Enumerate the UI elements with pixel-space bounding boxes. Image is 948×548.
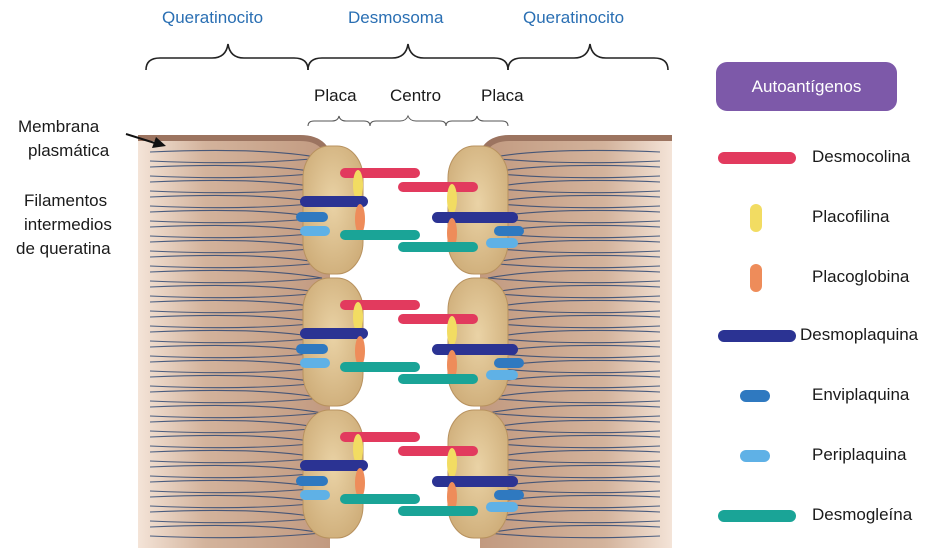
desmosome-units [296,146,524,538]
desmoglein [340,494,420,504]
brace-right-cell [508,44,668,70]
plakoglobin [355,468,365,498]
subbrace-plaque-right [446,116,508,126]
legend-label: Desmoplaquina [800,325,918,345]
plaque-left [303,278,363,406]
desmosome-unit [296,410,524,538]
desmoplakin [300,328,368,339]
desmoglein [340,362,420,372]
desmoglein [398,242,478,252]
label-filaments-3: de queratina [16,238,111,260]
plaque-right [448,410,508,538]
desmoplakin [432,344,518,355]
header-desmosome: Desmosoma [348,8,443,28]
periplakin [486,238,518,248]
legend-title: Autoantígenos [716,62,897,111]
subheader-plaque-left: Placa [314,86,357,106]
legend-swatch [750,264,762,292]
periplakin [486,502,518,512]
plaque-left [303,410,363,538]
subbrace-core [370,116,446,126]
envoplakin [494,490,524,500]
header-right-cell: Queratinocito [523,8,624,28]
legend-swatch [718,510,796,522]
plaque-left [303,146,363,274]
legend-label: Placofilina [812,207,890,227]
label-membrane-1: Membrana [18,116,99,138]
desmoplakin [300,460,368,471]
desmocolin [398,314,478,324]
envoplakin [296,344,328,354]
periplakin [300,490,330,500]
plakoglobin [355,204,365,234]
legend-label: Desmocolina [812,147,910,167]
legend-glyphs [718,152,796,522]
desmocolin [398,182,478,192]
desmocolin [398,446,478,456]
plakophilin [353,170,363,200]
desmoglein [340,230,420,240]
envoplakin [296,476,328,486]
plakophilin [353,302,363,332]
plakophilin [447,316,457,346]
legend-swatch [718,330,796,342]
desmocolin [340,168,420,178]
subheader-core: Centro [390,86,441,106]
plakophilin [353,434,363,464]
desmoglein [398,506,478,516]
legend-label: Periplaquina [812,445,907,465]
legend-swatch [740,450,770,462]
legend-swatch [740,390,770,402]
desmocolin [340,432,420,442]
legend-label: Enviplaquina [812,385,909,405]
desmoplakin [432,212,518,223]
label-membrane-2: plasmática [28,140,109,162]
plaque-right [448,278,508,406]
desmoglein [398,374,478,384]
plakophilin [447,184,457,214]
envoplakin [494,358,524,368]
desmoplakin [432,476,518,487]
brace-left-cell [146,44,308,70]
plaque-right [448,146,508,274]
legend-swatch [750,204,762,232]
header-left-cell: Queratinocito [162,8,263,28]
envoplakin [494,226,524,236]
subbrace-plaque-left [308,116,370,126]
periplakin [300,358,330,368]
brace-desmosome [308,44,508,70]
legend-label: Placoglobina [812,267,909,287]
desmosome-unit [296,278,524,406]
desmocolin [340,300,420,310]
desmosome-unit [296,146,524,274]
plakophilin [447,448,457,478]
periplakin [300,226,330,236]
periplakin [486,370,518,380]
envoplakin [296,212,328,222]
label-filaments-1: Filamentos [24,190,107,212]
plakoglobin [355,336,365,366]
label-filaments-2: intermedios [24,214,112,236]
legend-swatch [718,152,796,164]
legend-label: Desmogleína [812,505,912,525]
desmoplakin [300,196,368,207]
subheader-plaque-right: Placa [481,86,524,106]
